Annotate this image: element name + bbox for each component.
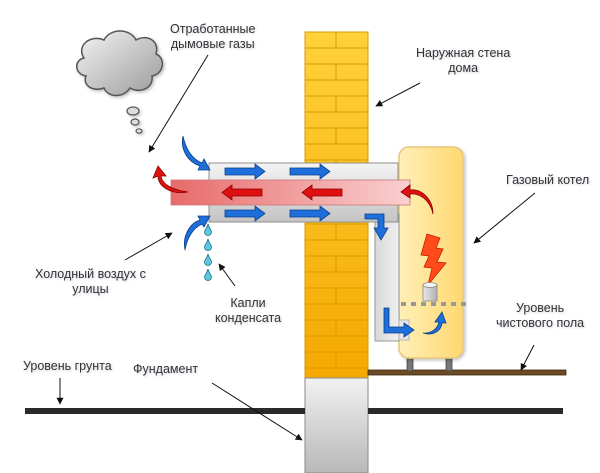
burner-dot (401, 302, 406, 306)
boiler-leg (445, 357, 453, 372)
callout-foundation (211, 382, 303, 441)
label-outer-wall: Наружная стена дома (416, 46, 511, 75)
callout-boiler (473, 192, 536, 244)
callout-wall (375, 82, 421, 107)
cold-air-inlet-arrow-top (181, 135, 211, 171)
condensate-drops (204, 223, 212, 281)
air-to-burner-arrow (422, 311, 447, 335)
label-gas-boiler: Газовый котел (506, 173, 590, 187)
burner-cylinder-icon (422, 282, 438, 302)
burner-dot (441, 302, 446, 306)
water-droplet-icon (204, 238, 212, 251)
ground-level-line (25, 408, 305, 414)
lightning-flame-icon (420, 233, 447, 286)
burner-level-dots (401, 302, 466, 306)
ground-level-line-right (368, 408, 563, 414)
callout-exhaust (148, 54, 209, 153)
smoke-cloud-icon (76, 30, 164, 134)
water-droplet-icon (204, 253, 212, 266)
label-foundation: Фундамент (133, 362, 199, 376)
boiler-leg (406, 357, 414, 372)
exhaust-flow-arrows (221, 184, 343, 201)
burner-dot (421, 302, 426, 306)
label-floor-level: Уровень чистового пола (496, 301, 585, 330)
callout-arrows (56, 54, 536, 441)
callout-condensate (218, 263, 236, 287)
exhaust-inner-pipe (170, 179, 411, 206)
foundation (304, 377, 369, 473)
water-droplet-icon (204, 223, 212, 236)
cold-air-flow-arrows (224, 163, 331, 222)
water-droplet-icon (204, 268, 212, 281)
label-condensate: Капли конденсата (215, 296, 282, 325)
callout-floor (520, 344, 535, 371)
burner-dot (461, 302, 466, 306)
burner-dot (451, 302, 456, 306)
label-cold-air: Холодный воздух с улицы (35, 267, 146, 296)
duct-to-boiler-arrow (383, 307, 415, 338)
floor-level-line (367, 369, 567, 376)
duct-down-arrow (364, 213, 389, 241)
burner-dot (411, 302, 416, 306)
burner-dot (431, 302, 436, 306)
label-exhaust-gases: Отработанные дымовые газы (170, 22, 256, 51)
exhaust-exit-arrow (152, 165, 189, 193)
curved-flow-arrows (152, 135, 447, 338)
cold-air-inlet-arrow-bottom (183, 215, 211, 251)
label-ground-level: Уровень грунта (23, 359, 112, 373)
boiler-exhaust-arrow (400, 184, 434, 215)
callout-cold-air (124, 232, 173, 261)
